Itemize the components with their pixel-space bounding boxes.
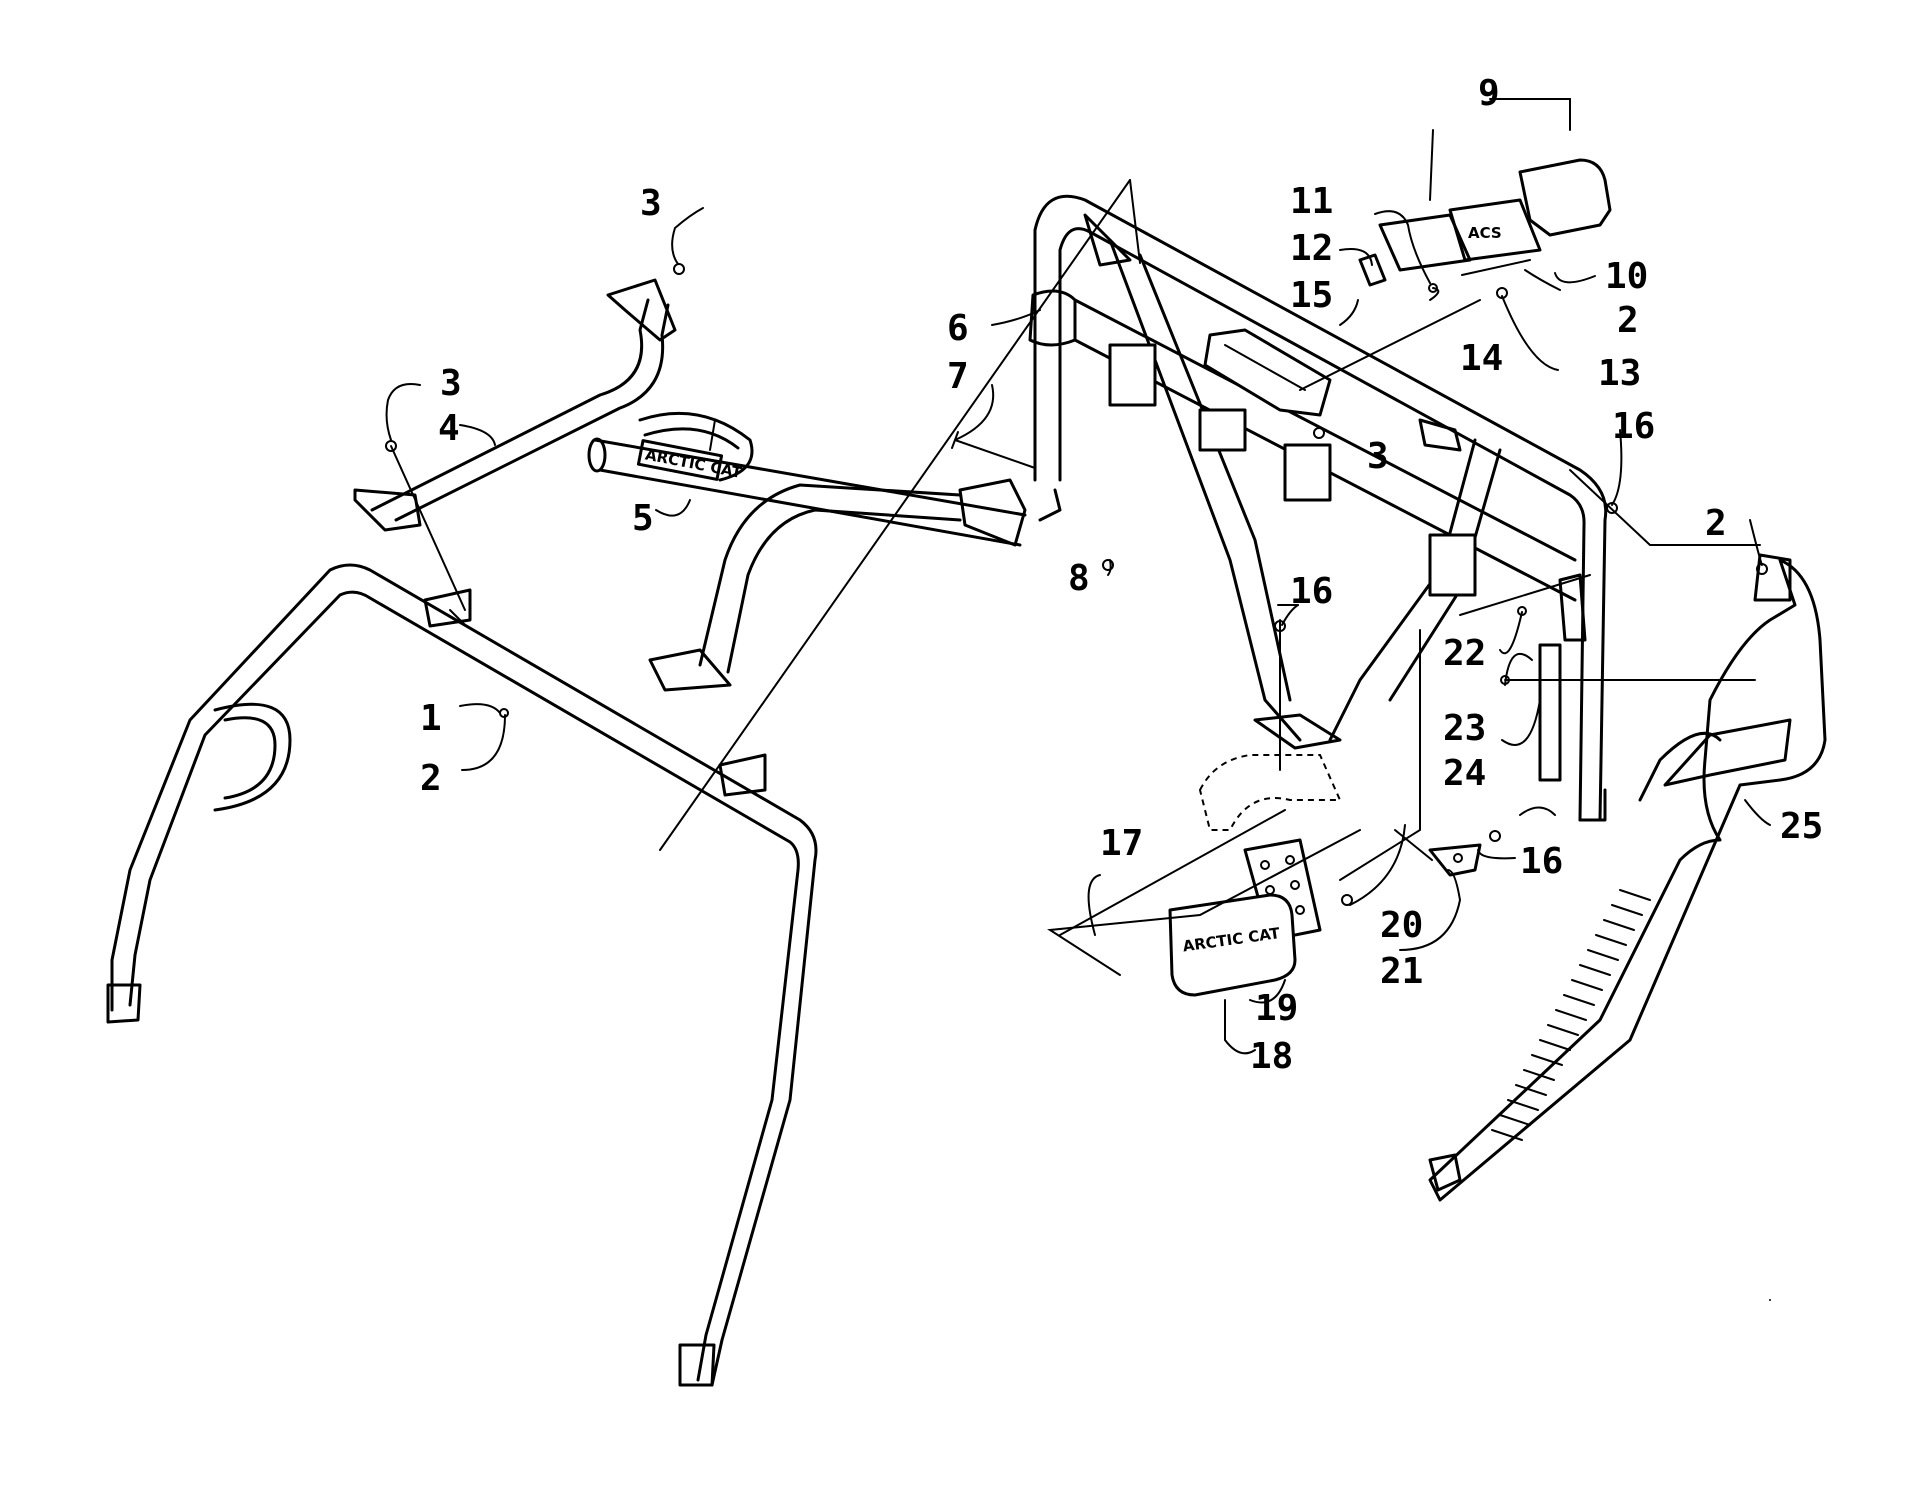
- callouts: 1 2 2 2 3 3 3 4 5 6 7 8 9 10 11 12 13 14…: [420, 73, 1823, 1077]
- callout-11: 11: [1290, 181, 1333, 222]
- callout-16-bracket: 16: [1520, 841, 1563, 882]
- callout-3-upper: 3: [640, 183, 662, 224]
- callout-20: 20: [1380, 905, 1423, 946]
- callout-22: 22: [1443, 633, 1486, 674]
- center-light: [1203, 328, 1332, 417]
- net-mesh: [1491, 889, 1651, 1141]
- front-rops-hoop: [106, 563, 818, 1387]
- callout-16-cage: 16: [1612, 406, 1655, 447]
- callout-15: 15: [1290, 275, 1333, 316]
- callout-10: 10: [1605, 256, 1648, 297]
- lower-light-assembly: ARCTIC CAT: [1168, 754, 1342, 997]
- callout-2-top-light: 2: [1617, 300, 1639, 341]
- callout-24: 24: [1443, 753, 1486, 794]
- callout-12: 12: [1290, 228, 1333, 269]
- callout-16-lower: 16: [1290, 571, 1333, 612]
- callout-5: 5: [632, 498, 654, 539]
- bracket: [1428, 843, 1482, 877]
- callout-2-side-net: 2: [1705, 503, 1727, 544]
- crossbar-grab-handle: ARCTIC CAT: [587, 411, 1027, 692]
- plate-logo: ACS: [1468, 224, 1502, 242]
- top-light-assembly: ACS: [1358, 158, 1612, 287]
- callout-17: 17: [1100, 823, 1143, 864]
- callout-1: 1: [420, 698, 442, 739]
- side-net-panel: [1428, 553, 1827, 1202]
- callout-3-cage: 3: [1367, 436, 1389, 477]
- callout-8: 8: [1068, 558, 1090, 599]
- callout-18: 18: [1250, 1036, 1293, 1077]
- callout-4: 4: [438, 408, 460, 449]
- callout-6: 6: [947, 308, 969, 349]
- callout-13: 13: [1598, 353, 1641, 394]
- support-rod: [1538, 643, 1562, 782]
- callout-14: 14: [1460, 338, 1503, 379]
- fasteners: [385, 263, 1768, 906]
- callout-21: 21: [1380, 951, 1423, 992]
- upper-front-rail: [353, 278, 677, 532]
- callout-9: 9: [1478, 73, 1500, 114]
- callout-25: 25: [1780, 806, 1823, 847]
- rear-rops-cage: [1028, 194, 1608, 822]
- leader-lines: [385, 98, 1771, 1301]
- callout-19: 19: [1255, 988, 1298, 1029]
- callout-3-left: 3: [440, 363, 462, 404]
- callout-7: 7: [947, 356, 969, 397]
- callout-2-front: 2: [420, 758, 442, 799]
- callout-23: 23: [1443, 708, 1486, 749]
